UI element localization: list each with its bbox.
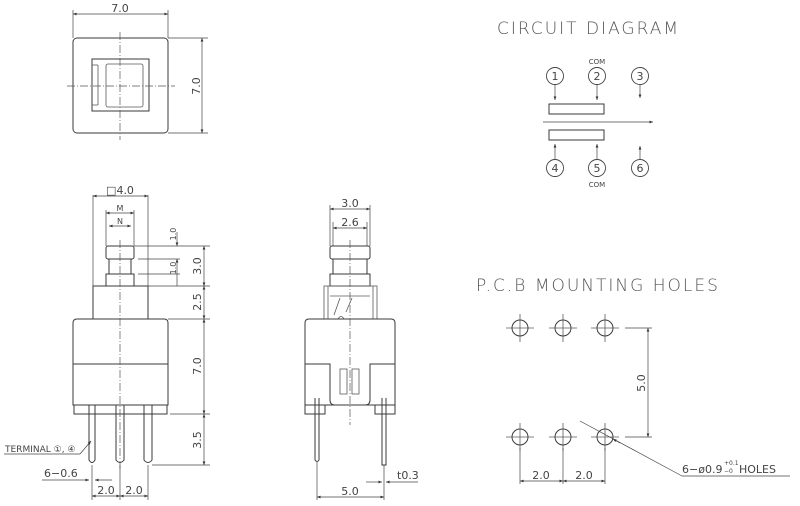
front-stem: [92, 285, 149, 320]
hole-pattern: [506, 314, 619, 451]
side-body: [304, 318, 396, 406]
holes-tol-plus: +0.1: [724, 460, 739, 467]
front-body: [72, 318, 169, 406]
svg-text:3: 3: [637, 70, 644, 83]
pcb-hole: [506, 423, 534, 451]
side-view: 3.0 2.6 5.0 t0.3: [304, 197, 419, 500]
pin-width-dim: 6−0.6: [44, 467, 78, 480]
side-slot-left: [339, 368, 348, 395]
circuit-title: CIRCUIT DIAGRAM: [497, 19, 680, 39]
pcb-pitch-1: 2.0: [532, 469, 550, 482]
holes-label-main: 6−ø0.9: [682, 463, 722, 476]
svg-text:4: 4: [552, 162, 559, 175]
pcb-hole: [549, 314, 577, 342]
front-pin-1: [88, 405, 96, 463]
front-pitch-1: 2.0: [97, 484, 115, 497]
pin-3: 3: [631, 67, 649, 98]
svg-text:2: 2: [594, 70, 601, 83]
dim-7-0: 7.0: [191, 357, 204, 375]
pcb-hole: [591, 423, 619, 451]
dim-3-0: 3.0: [191, 257, 204, 275]
dim-1-0-a: 1.0: [169, 228, 178, 241]
top-width-dim: 7.0: [111, 2, 129, 15]
top-cap-outer: [91, 58, 150, 112]
top-height-dim: 7.0: [190, 77, 203, 95]
top-body-outline: [72, 37, 169, 134]
holes-tol-minus: −0: [724, 468, 733, 475]
dim-1-0-b: 1.0: [169, 262, 178, 275]
contact-bar-top: [548, 103, 605, 115]
pcb-hole: [591, 314, 619, 342]
pin-spacing-5-0: 5.0: [341, 485, 359, 498]
pcb-mounting-holes: P.C.B MOUNTING HOLES 5.0 2.0 2.0 6−ø0.9 …: [476, 276, 790, 484]
top-cap-inner: [105, 63, 144, 108]
front-pitch-2: 2.0: [125, 484, 143, 497]
svg-text:6: 6: [637, 162, 644, 175]
front-base-step: [73, 404, 168, 415]
cap-width-dim: □4.0: [106, 184, 134, 197]
top-view: 7.0 7.0: [67, 2, 208, 140]
com-top-label: COM: [589, 58, 605, 66]
pin-1: 1: [546, 67, 564, 100]
holes-leader: [579, 420, 683, 477]
side-slot-right: [351, 368, 360, 395]
svg-text:1: 1: [552, 70, 559, 83]
side-pin-right: [381, 398, 387, 466]
svg-text:5: 5: [594, 162, 601, 175]
front-pin-3: [143, 405, 153, 463]
pin-5: 5: [588, 144, 606, 177]
pcb-hole: [549, 423, 577, 451]
pcb-title: P.C.B MOUNTING HOLES: [476, 276, 720, 296]
dim-3-5: 3.5: [191, 431, 204, 449]
pcb-hole: [506, 314, 534, 342]
pcb-row-spacing: 5.0: [635, 374, 648, 392]
terminal-label: TERMINAL ①, ④: [4, 445, 75, 455]
pcb-pitch-2: 2.0: [575, 469, 593, 482]
contact-bar-bottom: [548, 129, 605, 141]
side-pin-left: [314, 398, 320, 462]
pin-6: 6: [631, 146, 649, 177]
n-dim-label: N: [117, 217, 123, 226]
side-width-3-0: 3.0: [341, 197, 359, 210]
pin-2: 2: [588, 67, 606, 100]
pin-thickness: t0.3: [397, 469, 419, 482]
holes-label-suffix: HOLES: [739, 463, 776, 476]
com-bottom-label: COM: [589, 181, 605, 189]
dim-2-5: 2.5: [191, 293, 204, 311]
pin-4: 4: [546, 144, 564, 177]
m-dim-label: M: [117, 204, 124, 213]
circuit-diagram: CIRCUIT DIAGRAM COM 1 2 3 4 5: [497, 19, 680, 189]
front-view: □4.0 M N 1.0 1.0 3.0 2.5 7.0 3.5 TERMIN: [4, 184, 210, 500]
side-width-2-6: 2.6: [341, 216, 359, 229]
